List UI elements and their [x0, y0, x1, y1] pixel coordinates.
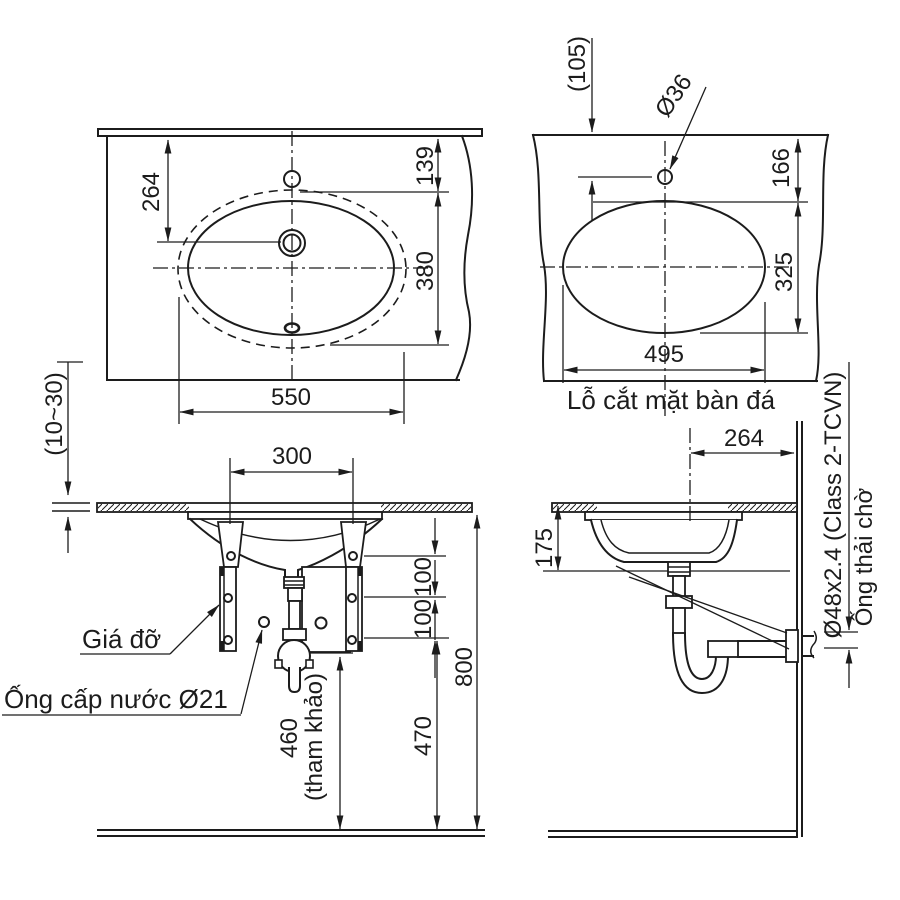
plan-view: 264 139 380 550: [97, 128, 483, 424]
dim-edge-to-basin: 139: [412, 146, 439, 186]
basin-flange: [584, 511, 743, 521]
drain-trap-assembly: [274, 576, 314, 694]
countertop-hatch-right: [728, 504, 796, 511]
bracket-right: [339, 521, 368, 652]
dim-cut-depth: 325: [771, 252, 798, 292]
dim-bracket-to-floor: 470: [410, 716, 437, 756]
dim-trap-to-floor: 460: [276, 718, 303, 758]
dim-hole-diameter: Ø36: [650, 69, 698, 122]
dim-counter-thickness: (10~30): [41, 372, 68, 455]
drain-inner: [282, 233, 302, 253]
countertop-hatch-left: [98, 504, 189, 511]
dim-trap-note: (tham khảo): [301, 673, 328, 801]
bowl-right: [297, 517, 384, 579]
bowl-inner: [600, 519, 730, 554]
drain-trap-assembly: [665, 561, 817, 695]
dim-counter-height: 800: [451, 647, 478, 687]
label-bracket: Giá đỡ: [82, 624, 161, 654]
label-drain-spec: Ø48x2.4 (Class 2-TCVN): [820, 372, 847, 639]
side-view: 264 175 Ø48x2.4 (Class 2-TC: [531, 362, 878, 838]
tailpipe: [288, 667, 301, 694]
p-trap-outer: [671, 631, 730, 695]
dim-bowl-depth: 175: [531, 528, 558, 568]
break-line-right: [814, 133, 830, 383]
countertop-hatch-right: [381, 504, 471, 511]
pipe-break: [810, 630, 817, 659]
bowl-outer: [589, 518, 739, 563]
break-line-left: [531, 133, 547, 383]
dim-center-to-wall: 264: [724, 425, 764, 452]
supply-pipe-stub: [258, 616, 270, 628]
basin-flange: [187, 511, 383, 520]
p-trap-inner: [683, 631, 718, 681]
dim-bracket-spacing: 300: [272, 443, 312, 470]
label-supply-pipe: Ống cấp nước Ø21: [4, 684, 228, 714]
label-waste-pipe: Ống thải chờ: [850, 488, 878, 627]
plate-hole: [314, 616, 328, 630]
mounting-plate: [301, 566, 351, 653]
dim-hole-gap-upper: 100: [410, 557, 437, 597]
countertop-hatch-left: [553, 504, 597, 511]
cutout-caption: Lỗ cắt mặt bàn đá: [567, 385, 776, 415]
front-view: Giá đỡ Ống cấp nước Ø21 (10~30) 300 100 …: [2, 361, 485, 837]
dim-edge-to-cut: 166: [768, 148, 795, 188]
dim-cut-width: 495: [644, 341, 684, 368]
break-line: [454, 134, 474, 382]
dim-edge-to-drain: 264: [138, 172, 165, 212]
dim-basin-width: 550: [271, 384, 311, 411]
slope-line-1: [615, 565, 790, 650]
cutout-hole: [562, 200, 766, 334]
dim-hole-offset: (105): [564, 36, 591, 92]
bracket-left: [216, 521, 245, 652]
counter-front-edge: [97, 128, 483, 137]
bowl-left: [188, 517, 286, 579]
dim-hole-gap-lower: 100: [410, 599, 437, 639]
wall-flange: [785, 629, 799, 663]
cutout-view: (105) Ø36 166 325 495 Lỗ cắt mặt bàn đá: [531, 36, 830, 416]
slope-line-2: [628, 576, 788, 634]
dim-basin-depth: 380: [412, 251, 439, 291]
